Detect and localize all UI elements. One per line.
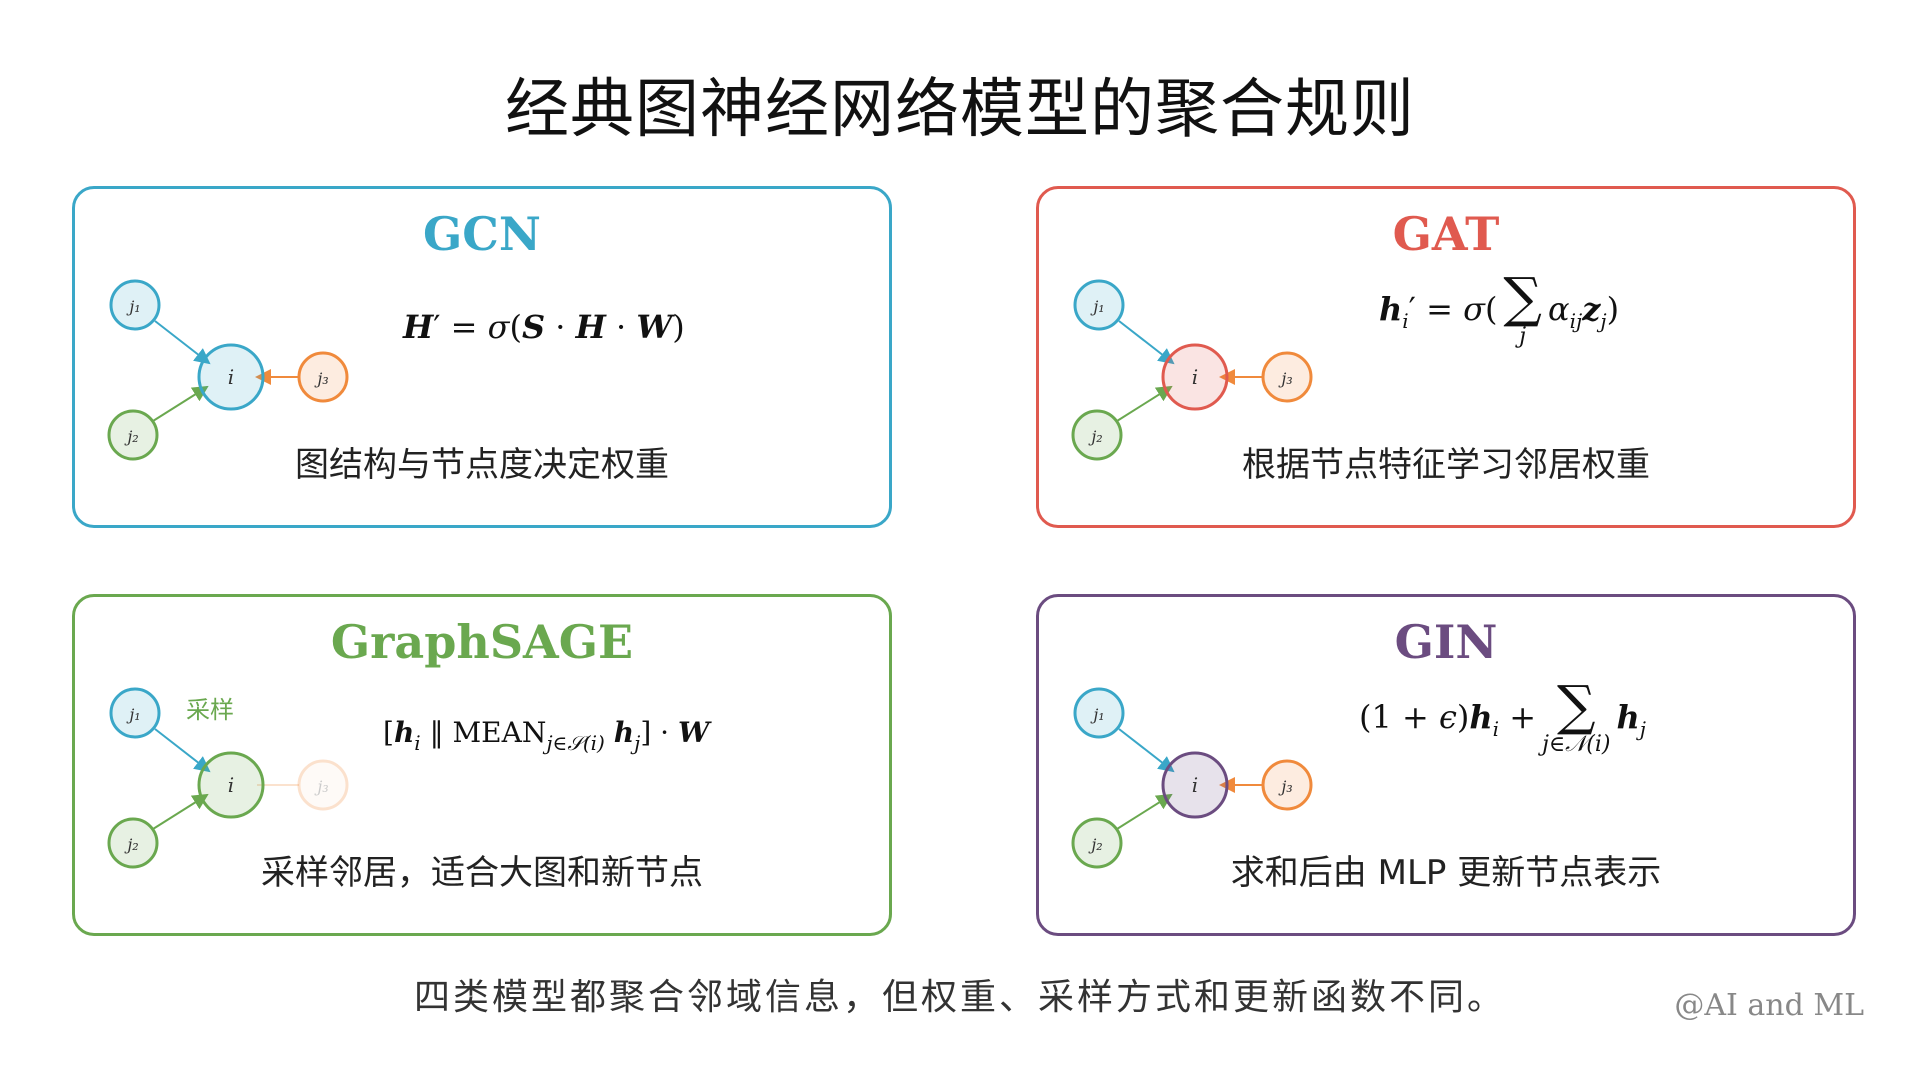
node-j2: j₂ xyxy=(107,817,159,869)
svg-text:i: i xyxy=(228,773,234,797)
svg-text:j₃: j₃ xyxy=(1278,777,1292,796)
node-j1: j₁ xyxy=(1073,687,1125,739)
gcn-title: GCN xyxy=(423,207,541,261)
svg-text:j₂: j₂ xyxy=(1088,427,1102,446)
sample-label: 采样 xyxy=(186,696,234,724)
node-j1: j₁ xyxy=(109,687,161,739)
footer-summary: 四类模型都聚合邻域信息，但权重、采样方式和更新函数不同。 xyxy=(413,977,1506,1018)
gin-caption: 求和后由 MLP 更新节点表示 xyxy=(1230,853,1662,893)
node-j3: j₃ xyxy=(1261,351,1313,403)
svg-text:i: i xyxy=(1192,365,1198,389)
gat-title: GAT xyxy=(1392,207,1500,261)
gat-formula: hi′ = σ( ∑j αijzj) xyxy=(1379,265,1620,350)
svg-text:j₃: j₃ xyxy=(314,369,328,388)
svg-text:j₁: j₁ xyxy=(126,705,140,724)
gat-caption: 根据节点特征学习邻居权重 xyxy=(1242,445,1650,485)
svg-text:j₃: j₃ xyxy=(1278,369,1292,388)
gin-title: GIN xyxy=(1394,615,1498,669)
gcn-caption: 图结构与节点度决定权重 xyxy=(295,445,669,485)
svg-text:j₂: j₂ xyxy=(124,427,138,446)
node-j2: j₂ xyxy=(1071,817,1123,869)
node-j3: j₃ xyxy=(297,759,349,811)
node-j2: j₂ xyxy=(1071,409,1123,461)
gin-graph: j₁ j₂ j₃ i xyxy=(1071,687,1313,869)
svg-text:j₁: j₁ xyxy=(1090,705,1104,724)
gcn-formula: H′ = σ(S · H · W) xyxy=(403,308,685,346)
node-i: i xyxy=(197,343,265,411)
node-i: i xyxy=(1161,343,1229,411)
gcn-graph: j₁ j₂ j₃ i xyxy=(107,279,349,461)
edge-j1-to-i xyxy=(1118,320,1175,365)
node-j1: j₁ xyxy=(109,279,161,331)
svg-text:j₃: j₃ xyxy=(314,777,328,796)
gcn-panel: GCN j₁ j₂ j₃ i H′ = σ(S · H · W) 图结构与节点度决定权… xyxy=(72,186,892,528)
node-j3: j₃ xyxy=(297,351,349,403)
graphsage-panel: GraphSAGE j₁ j₂ j₃ i [hi ‖ MEANj∈𝒮(i) hj] ·… xyxy=(72,594,892,936)
edge-j2-to-i xyxy=(152,385,209,422)
page-title: 经典图神经网络模型的聚合规则 xyxy=(505,73,1415,147)
node-i: i xyxy=(197,751,265,819)
node-j1: j₁ xyxy=(1073,279,1125,331)
svg-text:j₁: j₁ xyxy=(126,297,140,316)
svg-text:j₂: j₂ xyxy=(1088,835,1102,854)
credit-watermark: @AI and ML xyxy=(1674,988,1864,1023)
node-i: i xyxy=(1161,751,1229,819)
graphsage-title: GraphSAGE xyxy=(330,615,634,669)
svg-text:j₂: j₂ xyxy=(124,835,138,854)
gat-panel: GAT j₁ j₂ j₃ i hi′ = σ( ∑j αijzj) 根据节点特征学习邻… xyxy=(1036,186,1856,528)
edge-j2-to-i xyxy=(152,793,209,830)
edge-j1-to-i xyxy=(154,320,211,365)
gin-formula: (1 + ϵ)hi + ∑j∈𝒩(i) hj xyxy=(1359,673,1646,758)
edge-j1-to-i xyxy=(1118,728,1175,773)
edge-j1-to-i xyxy=(154,728,211,773)
svg-text:j₁: j₁ xyxy=(1090,297,1104,316)
node-j3: j₃ xyxy=(1261,759,1313,811)
node-j2: j₂ xyxy=(107,409,159,461)
graphsage-formula: [hi ‖ MEANj∈𝒮(i) hj] · W xyxy=(383,715,710,755)
graphsage-caption: 采样邻居，适合大图和新节点 xyxy=(261,853,703,893)
svg-text:i: i xyxy=(1192,773,1198,797)
gat-graph: j₁ j₂ j₃ i xyxy=(1071,279,1313,461)
edge-j2-to-i xyxy=(1116,793,1173,830)
svg-text:i: i xyxy=(228,365,234,389)
gin-panel: GIN j₁ j₂ j₃ i (1 + ϵ)hi + ∑j∈𝒩(i) hj 求和后由 … xyxy=(1036,594,1856,936)
graphsage-graph: j₁ j₂ j₃ i xyxy=(107,687,349,869)
edge-j2-to-i xyxy=(1116,385,1173,422)
